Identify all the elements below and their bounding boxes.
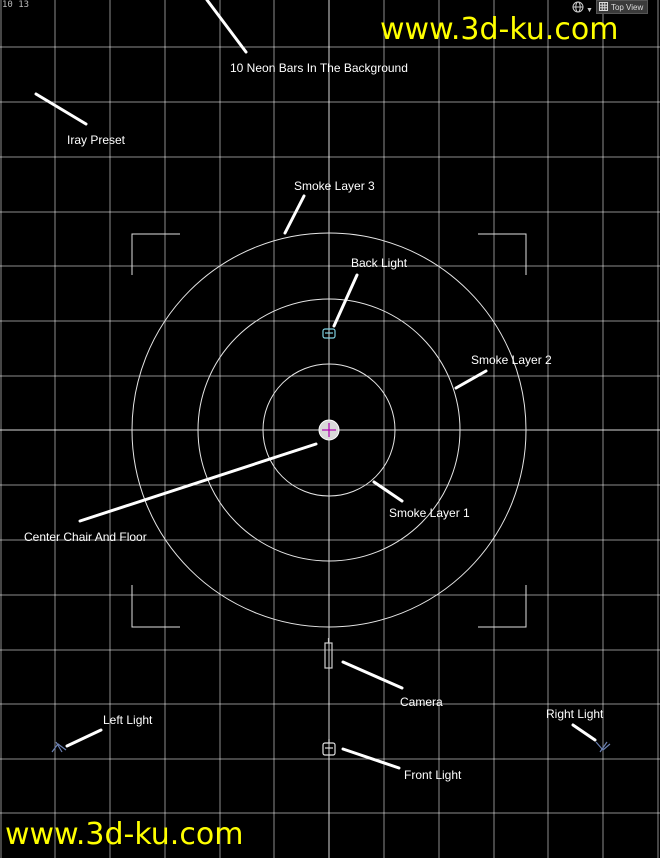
label-smoke-layer-2: Smoke Layer 2 [471,353,552,367]
annotation-leader-lines [34,0,597,770]
label-smoke-layer-1: Smoke Layer 1 [389,506,470,520]
label-smoke-layer-3: Smoke Layer 3 [294,179,375,193]
neon-bars-leader [205,0,248,54]
iray-preset-leader [34,92,88,126]
smoke-layer-2-leader [454,369,488,390]
front-light-icon[interactable] [322,739,336,756]
label-center-chair: Center Chair And Floor [24,530,147,544]
watermark-bottom: www.3d-ku.com [5,817,244,852]
left-light-leader [65,728,103,748]
back-light-icon[interactable] [322,328,336,339]
watermark-top: www.3d-ku.com [380,12,619,47]
label-iray-preset: Iray Preset [67,133,126,147]
camera-icon[interactable] [324,638,333,669]
label-front-light: Front Light [404,768,462,782]
globe-icon[interactable] [570,0,586,14]
label-camera: Camera [400,695,443,709]
label-back-light: Back Light [351,256,408,270]
smoke-layer-3-leader [283,194,306,235]
right-light-leader [571,723,597,742]
center-chair-node[interactable] [318,419,340,441]
left-light-icon[interactable] [51,741,67,753]
coordinate-readout: 10 13 [2,0,30,10]
neon-bars-corner-brackets[interactable] [131,233,527,628]
label-neon-bars: 10 Neon Bars In The Background [230,61,408,75]
camera-leader [341,660,404,690]
label-left-light: Left Light [103,713,153,727]
smoke-layer-1-circle[interactable] [262,363,396,497]
grid-view-icon [598,0,608,16]
view-control: ▼ Top View [570,0,649,16]
center-chair-leader [78,442,318,523]
back-light-leader [332,273,359,328]
smoke-layer-1-leader [372,480,404,503]
front-light-leader [341,747,401,770]
chevron-down-icon[interactable]: ▼ [586,6,593,14]
smoke-layer-2-circle[interactable] [197,298,461,562]
right-light-icon[interactable] [595,741,611,753]
view-select-button[interactable]: Top View [595,0,649,16]
smoke-layer-3-circle[interactable] [131,232,527,628]
label-right-light: Right Light [546,707,604,721]
view-name-label: Top View [610,2,644,12]
